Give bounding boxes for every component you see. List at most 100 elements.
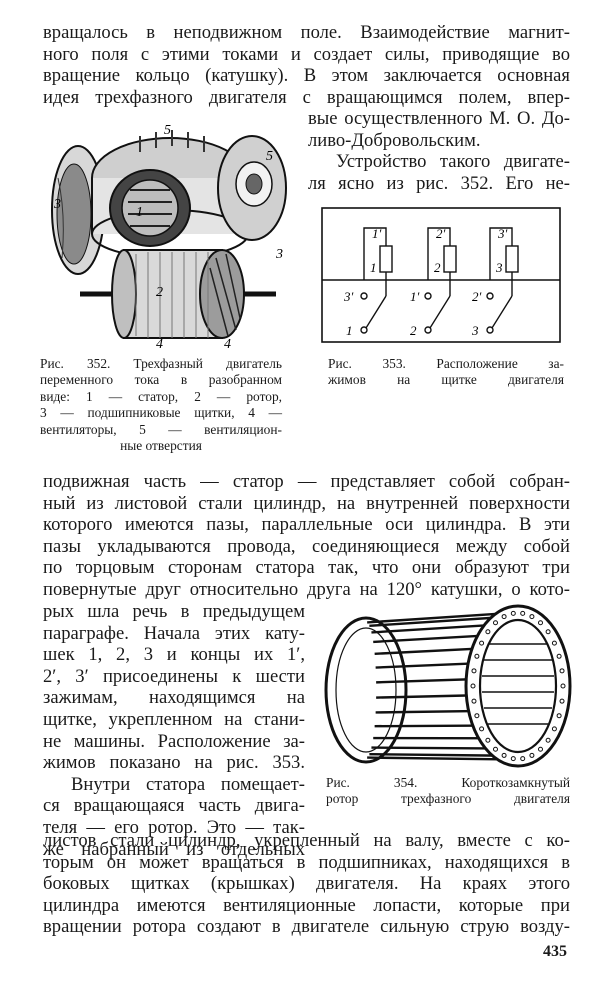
text-line: пазы укладываются провода, соединяющиеся… [43,535,570,557]
text-line: ля ясно из рис. 352. Его не- [308,172,570,194]
ring-hole [471,698,477,704]
caption-line: жимов на щитке двигателя [328,372,564,388]
fig352-label: 2 [156,285,163,300]
ring-hole [556,653,562,659]
caption-line: переменного тока в разобранном [40,372,282,388]
figure-352-motor-illustration: 5 5 3 1 2 4 4 3 [51,123,287,352]
fig352-label: 1 [136,205,143,220]
fig353-coil-label: 1 [370,260,377,275]
text-line: жимов показано на рис. 353. [43,752,305,774]
text-bottom: листов стали цилиндр, укрепленный на вал… [43,830,570,938]
ring-hole [479,726,485,732]
figure-353-terminal-diagram: 1′ 2′ 3′ 1 2 3 3′ 1′ 2′ 1 2 3 [321,207,561,343]
caption-line: Рис. 353. Расположение за- [328,356,564,371]
fig353-mid-label: 1′ [410,289,420,304]
ring-hole [501,614,507,620]
figure-354-caption: Рис. 354. Короткозамкнутый ротор трехфаз… [326,775,570,808]
text-right: вые осуществленного М. О. До- ливо-Добро… [308,108,570,194]
ring-hole [479,640,485,646]
fig352-label: 4 [224,337,231,352]
text-line: вращение кольцо (катушку). В этом заключ… [43,65,570,87]
ring-hole [551,726,557,732]
fig353-top-label: 3′ [497,226,508,241]
caption-line: Рис. 352. Трехфазный двигатель [40,356,282,371]
fig353-bottom-label: 2 [410,323,417,338]
text-top: вращалось в неподвижном поле. Взаимодейс… [43,22,570,108]
text-line: вращалось в неподвижном поле. Взаимодейс… [43,22,570,43]
text-line: цилиндра имеются вентиляционные лопасти,… [43,894,570,916]
ring-hole [538,746,543,752]
text-line: подвижная часть — статор — представляет … [43,471,570,492]
fig353-top-label: 1′ [372,226,382,241]
fig353-mid-label: 2′ [472,289,482,304]
fig353-coil-label: 3 [495,260,503,275]
caption-line: ротор трехфазного двигателя [326,791,570,807]
text-line: идея трехфазного двигателя с вращающимся… [43,86,570,108]
ring-hole [529,614,535,620]
text-line: боковых щитках (крышках) двигателя. На к… [43,873,570,895]
text-line: ся вращающаяся часть двига- [43,795,305,817]
text-middle: подвижная часть — статор — представляет … [43,471,570,601]
caption-line: вентиляторы, 5 — вентиляцион- [40,421,282,437]
fig352-label: 3 [53,197,61,212]
ring-hole [493,746,498,752]
text-line: щитке, укрепленном на стани- [43,708,305,730]
fig352-label: 5 [266,149,273,164]
figure-352-caption: Рис. 352. Трехфазный двигатель переменно… [40,356,282,454]
ring-hole [493,620,498,626]
ring-holes [470,610,566,762]
text-line: шек 1, 2, 3 и концы их 1′, [43,644,305,666]
ring-hole [470,683,476,689]
text-line: ного поля с этими токами и создает силы,… [43,43,570,65]
rotor [80,249,276,339]
ring-hole [559,668,565,674]
text-line: рых шла речь в предыдущем [43,601,305,622]
fig353-mid-label: 3′ [343,289,354,304]
ring-hole [485,737,491,743]
ring-hole [520,610,526,616]
text-line: 2′, 3′ присоединены к шести [43,665,305,687]
fig353-top-label: 2′ [436,226,446,241]
text-line: вращении ротора создают в двигателе силь… [43,916,570,938]
ring-hole [545,629,551,635]
text-line: Устройство такого двигате- [336,151,570,173]
fig352-label: 4 [156,337,163,352]
caption-line: Рис. 354. Короткозамкнутый [326,775,570,790]
text-line: торым он может вращаться в подшипниках, … [43,851,570,873]
figure-353-caption: Рис. 353. Расположение за- жимов на щитк… [328,356,564,389]
ring-hole [520,756,526,762]
caption-line: ные отверстия [120,438,202,454]
ring-hole [510,610,516,616]
ring-hole [538,620,543,626]
ring-hole [501,752,507,758]
text-line: Внутри статора помещает- [71,773,305,795]
text-line: же набранный из отдельных [43,838,305,860]
fig353-bottom-label: 3 [471,323,479,338]
text-line: по торцовым сторонам статора так, что он… [43,557,570,579]
ring-hole [485,629,491,635]
caption-line: 3 — подшипниковые щитки, 4 — [40,405,282,421]
fig353-coil-label: 2 [434,260,441,275]
ring-hole [510,756,516,762]
ring-hole [560,683,566,689]
text-line: теля — его ротор. Это — так- [43,816,305,838]
rotor-bar [367,756,519,761]
ring-hole [529,752,535,758]
text-line: которого имеются пазы, параллельные оси … [43,514,570,536]
fig352-label: 5 [164,123,171,138]
text-line: повернутые друг относительно друга на 12… [43,578,570,600]
ring-hole [551,640,557,646]
text-line: ный из листовой стали цилиндр, на внутре… [43,492,570,514]
bearing-shield-right [217,135,287,241]
ring-hole [556,713,562,719]
text-line: не машины. Расположение за- [43,730,305,752]
text-left: рых шла речь в предыдущем параграфе. Нач… [43,601,305,860]
ring-hole [545,737,551,743]
text-line: ливо-Добровольским. [308,129,481,151]
ring-hole [474,713,480,719]
text-line: зажимам, находящимся на [43,687,305,709]
text-line: листов стали цилиндр, укрепленный на вал… [43,830,570,851]
fig353-bottom-label: 1 [346,323,353,338]
figure-354-squirrel-cage-rotor [324,604,572,768]
